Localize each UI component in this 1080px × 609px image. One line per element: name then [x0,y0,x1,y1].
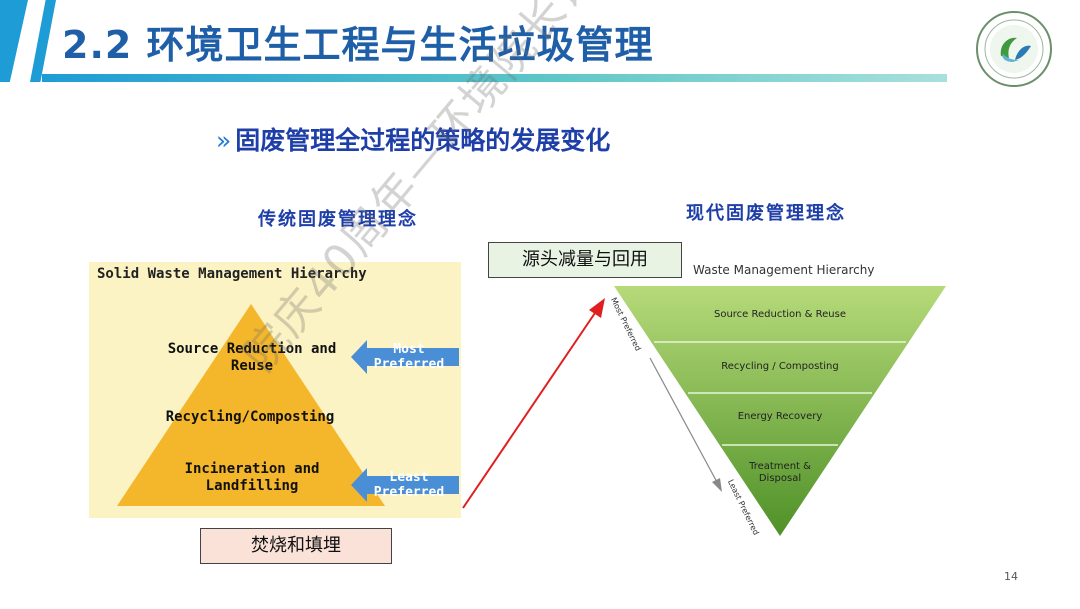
modern-inverted-pyramid [614,286,946,536]
modern-hierarchy-graphic [614,286,946,536]
header-underline [42,74,947,82]
traditional-hierarchy-diagram: Solid Waste Management Hierarchy Source … [89,262,461,518]
traditional-pyramid [117,304,385,506]
progression-arrow [462,298,605,509]
modern-level-recycling: Recycling / Composting [721,361,839,372]
page-number: 14 [1004,570,1018,583]
least-preferred-label: Least Preferred [373,470,445,500]
modern-level-treatment: Treatment & Disposal [749,461,811,484]
slide-subtitle: »固废管理全过程的策略的发展变化 [216,121,610,157]
incineration-callout: 焚烧和填埋 [200,528,392,564]
traditional-hierarchy-graphic [117,304,459,506]
modern-label: 现代固废管理理念 [686,203,846,224]
institution-logo-icon [976,11,1052,87]
modern-chart-title: Waste Management Hierarchy [693,263,875,277]
most-preferred-label: Most Preferred [373,342,445,372]
header-stripe [30,0,56,82]
modern-level-source-reduction: Source Reduction & Reuse [713,309,847,320]
traditional-chart-title: Solid Waste Management Hierarchy [97,266,367,282]
level-incineration: Incineration and Landfilling [184,461,320,494]
modern-level-energy-recovery: Energy Recovery [737,411,823,422]
chevron-right-icon: » [216,126,232,155]
traditional-label: 传统固废管理理念 [258,209,418,230]
level-source-reduction: Source Reduction and Reuse [167,341,337,374]
least-preferred-arrow [351,468,459,502]
page-title: 2.2 环境卫生工程与生活垃圾管理 [62,23,654,67]
subtitle-text: 固废管理全过程的策略的发展变化 [235,126,611,155]
source-reduction-callout: 源头减量与回用 [488,242,682,278]
header-stripe [0,0,28,82]
level-recycling: Recycling/Composting [165,409,335,425]
most-preferred-arrow [351,340,459,374]
